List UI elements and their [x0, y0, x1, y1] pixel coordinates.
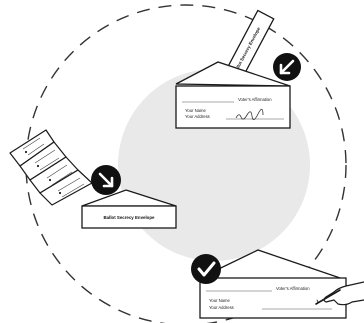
step3-group: Voter's Affirmation Your Name Your Addre…	[191, 250, 364, 318]
your-address-top: Your Address	[185, 114, 210, 119]
your-address-bottom: Your Address	[209, 305, 234, 310]
step3-badge	[191, 254, 221, 284]
return-envelope-top	[176, 86, 290, 128]
your-name-bottom: Your Name	[209, 298, 230, 303]
voter-affirmation-top: Voter's Affirmation	[238, 97, 272, 102]
voter-affirmation-bottom: Voter's Affirmation	[276, 286, 310, 291]
your-name-top: Your Name	[185, 108, 206, 113]
secrecy-envelope-mid-label: Ballot Secrecy Envelope	[103, 215, 155, 220]
step1-group: Ballot Secrecy Envelope Voter's Affirmat…	[176, 10, 301, 128]
folded-ballot	[10, 130, 92, 205]
